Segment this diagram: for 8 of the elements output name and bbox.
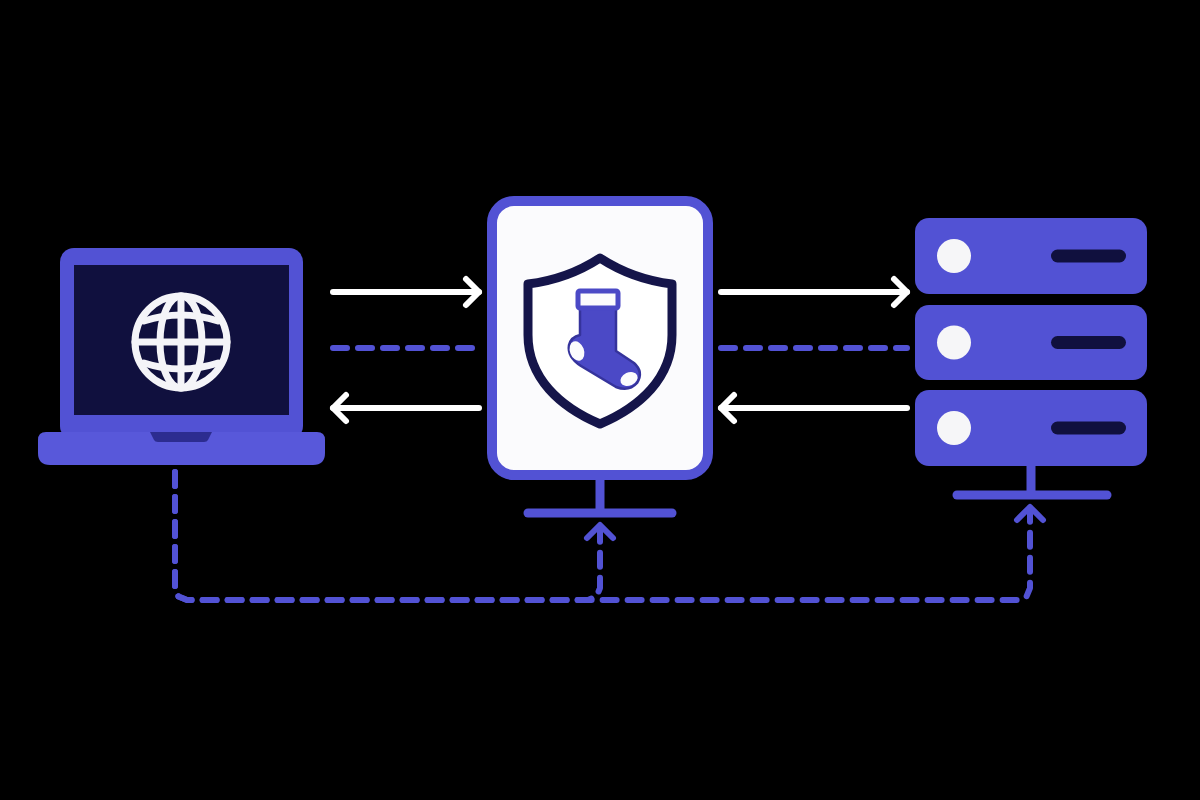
arrow [718,392,910,424]
arrow [330,276,482,308]
server-rack-drawing [915,218,1147,500]
arrow [330,392,482,424]
arrow [172,469,1046,603]
arrow [718,276,910,308]
laptop [38,248,325,466]
connector-line [718,345,910,351]
